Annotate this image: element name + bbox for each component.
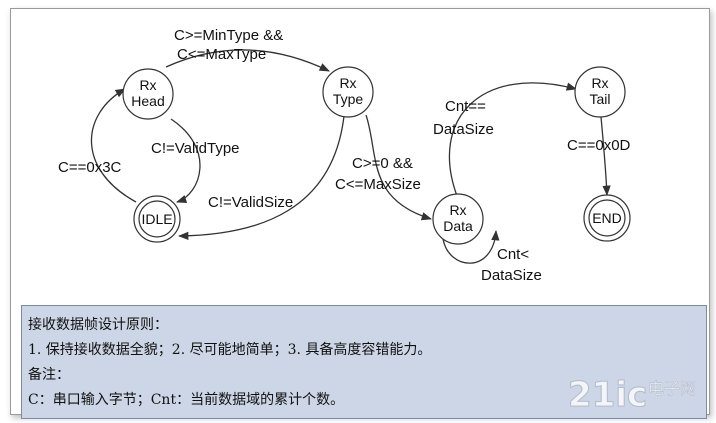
edge-idle-to-head bbox=[90, 88, 137, 203]
label-data-to-tail-2: DataSize bbox=[433, 121, 494, 138]
edge-data-to-tail bbox=[448, 82, 578, 197]
label-type-to-data-2: C<=MaxSize bbox=[335, 176, 421, 193]
figure-frame: Rx Head Rx Type Rx Data Rx Tail IDLE END bbox=[10, 8, 710, 419]
edge-head-to-type bbox=[165, 49, 330, 72]
label-type-to-data-1: C>=0 && bbox=[352, 155, 413, 172]
state-rx-tail-label1: Rx bbox=[591, 75, 608, 91]
design-notes-box: 接收数据帧设计原则： 1. 保持接收数据全貌；2. 尽可能地简单；3. 具备高度… bbox=[21, 305, 707, 419]
state-rx-data-label2: Data bbox=[443, 218, 473, 234]
state-rx-type-label2: Type bbox=[333, 91, 364, 107]
state-rx-data-label1: Rx bbox=[449, 202, 466, 218]
state-idle-label: IDLE bbox=[141, 211, 172, 227]
label-data-self-loop-1: Cnt< bbox=[497, 246, 529, 263]
state-rx-type: Rx Type bbox=[322, 66, 374, 118]
state-idle: IDLE bbox=[133, 195, 181, 243]
state-end-label: END bbox=[592, 210, 622, 226]
notes-principles: 1. 保持接收数据全貌；2. 尽可能地简单；3. 具备高度容错能力。 bbox=[28, 342, 432, 358]
watermark-logo: 21ic 电子网 bbox=[568, 375, 697, 415]
edge-tail-to-end bbox=[600, 116, 611, 197]
label-type-invalid-size: C!=ValidSize bbox=[208, 194, 293, 211]
state-end: END bbox=[583, 194, 631, 242]
label-data-to-tail-1: Cnt== bbox=[445, 98, 486, 115]
state-diagram: Rx Head Rx Type Rx Data Rx Tail IDLE END bbox=[58, 27, 631, 284]
state-rx-tail: Rx Tail bbox=[574, 66, 626, 118]
label-head-to-type-2: C<=MaxType bbox=[177, 46, 266, 63]
edge-type-to-data bbox=[365, 114, 432, 221]
state-rx-tail-label2: Tail bbox=[589, 91, 610, 107]
notes-heading: 接收数据帧设计原则： bbox=[28, 317, 168, 333]
notes-remark-heading: 备注： bbox=[28, 367, 70, 383]
watermark-brand: 21ic bbox=[568, 375, 647, 414]
label-data-self-loop-2: DataSize bbox=[481, 267, 542, 284]
notes-remark: C：串口输入字节；Cnt：当前数据域的累计个数。 bbox=[28, 392, 345, 408]
label-idle-to-head: C==0x3C bbox=[58, 159, 122, 176]
edge-head-to-idle bbox=[170, 118, 201, 203]
state-rx-head-label1: Rx bbox=[139, 77, 156, 93]
watermark-cn: 电子网 bbox=[648, 379, 696, 398]
state-rx-type-label1: Rx bbox=[339, 75, 356, 91]
edge-type-to-idle bbox=[177, 115, 345, 241]
label-head-invalid-type: C!=ValidType bbox=[151, 140, 240, 157]
label-tail-to-end: C==0x0D bbox=[567, 137, 631, 154]
edge-data-self-loop bbox=[442, 229, 500, 264]
state-rx-head-label2: Head bbox=[131, 93, 164, 109]
state-rx-data: Rx Data bbox=[432, 193, 484, 245]
label-head-to-type-1: C>=MinType && bbox=[174, 27, 283, 44]
state-rx-head: Rx Head bbox=[122, 68, 174, 120]
